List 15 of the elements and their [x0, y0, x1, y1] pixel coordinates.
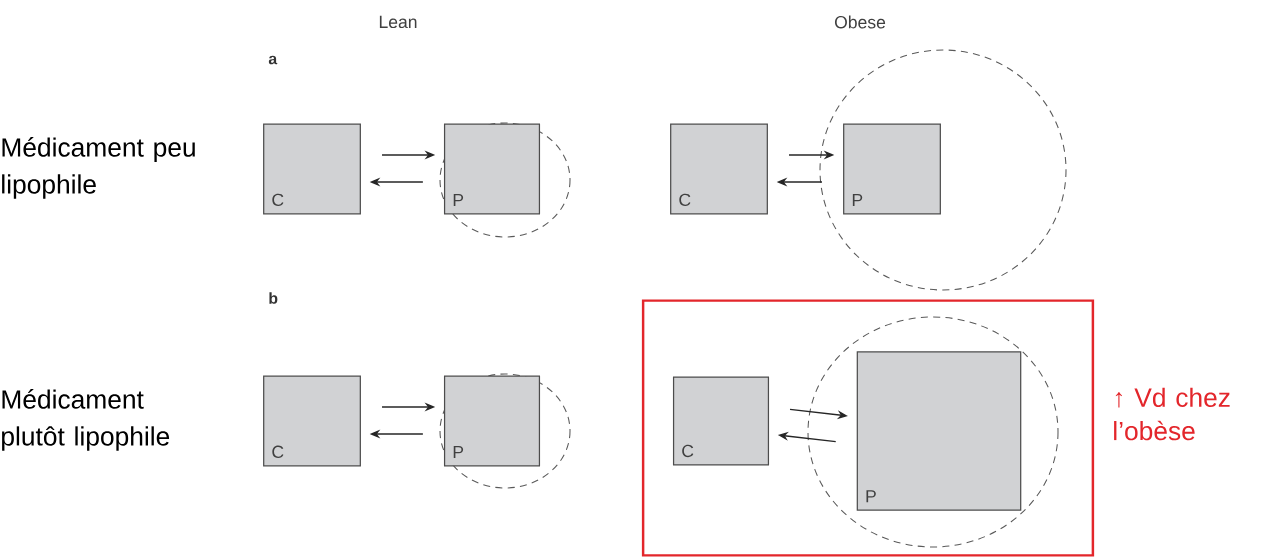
row-heading: Médicament peu lipophile: [2, 137, 195, 199]
node-label: ↑ Vd chez l’obèse: [1114, 387, 1230, 441]
column-heading: Lean: [379, 15, 417, 29]
column-heading: Obese: [834, 15, 886, 29]
compartment-box: C: [672, 376, 770, 466]
compartment-box: C: [670, 123, 768, 215]
compartment-box: P: [443, 375, 541, 467]
compartment-box: C: [263, 123, 361, 215]
compartment-box: C: [263, 375, 361, 467]
row-heading: Médicament plutôt lipophile: [2, 389, 170, 451]
panel-letter: b: [269, 292, 278, 304]
compartment-box: P: [443, 123, 541, 215]
panel-letter: a: [268, 55, 278, 65]
compartment-box: P: [843, 123, 941, 215]
compartment-box: P: [856, 351, 1022, 511]
